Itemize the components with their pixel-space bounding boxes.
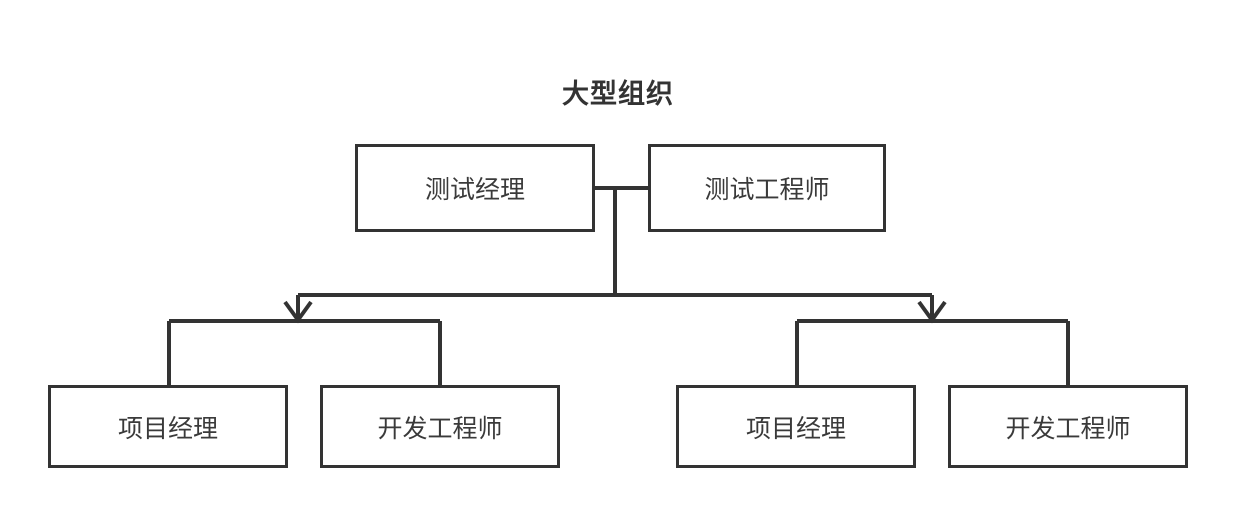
node-test-manager[interactable]: 测试经理 [355, 144, 595, 232]
node-label: 开发工程师 [1005, 414, 1131, 443]
node-label: 测试工程师 [704, 176, 830, 204]
node-label: 测试经理 [424, 176, 525, 204]
node-label: 开发工程师 [377, 414, 503, 443]
node-project-manager-1[interactable]: 项目经理 [48, 385, 288, 468]
node-label: 项目经理 [117, 414, 218, 443]
node-test-engineer[interactable]: 测试工程师 [648, 144, 886, 232]
node-project-manager-2[interactable]: 项目经理 [676, 385, 916, 468]
node-dev-engineer-2[interactable]: 开发工程师 [948, 385, 1188, 468]
page-title: 大型组织 [562, 79, 674, 109]
node-dev-engineer-1[interactable]: 开发工程师 [320, 385, 560, 468]
node-label: 项目经理 [745, 414, 846, 443]
